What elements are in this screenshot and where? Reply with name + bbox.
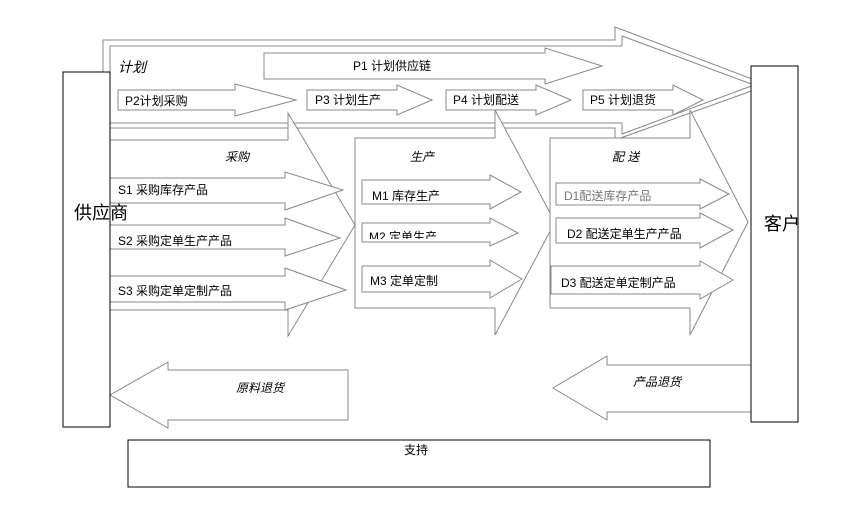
p1-label: P1 计划供应链 [353, 59, 432, 73]
make-title: 生产 [410, 150, 435, 164]
p4-label: P4 计划配送 [453, 93, 520, 107]
supplier-label: 供应商 [74, 203, 128, 223]
supplier-box [62, 71, 111, 428]
support-label: 支持 [404, 443, 429, 457]
m3-label: M3 定单定制 [370, 274, 439, 288]
p1-arrow [263, 47, 604, 85]
m2-label: M2 定单生产 [369, 230, 438, 239]
source-title: 采购 [225, 150, 250, 164]
product-return-label: 产品退货 [633, 375, 682, 389]
plan-title: 计划 [118, 59, 146, 75]
plan-arrow-inner [109, 35, 756, 135]
s3-label: S3 采购定单定制产品 [118, 284, 233, 298]
p2-arrow [117, 83, 298, 117]
p2-label: P2计划采购 [125, 94, 188, 108]
m2-arrow [361, 217, 520, 247]
p4-arrow [445, 84, 573, 116]
p5-label: P5 计划退货 [590, 93, 657, 107]
s1-label: S1 采购库存产品 [118, 183, 209, 197]
d1-arrow [555, 178, 731, 210]
support-box [127, 439, 711, 488]
d3-label: D3 配送定单定制产品 [561, 276, 676, 290]
raw-return-arrow [108, 361, 349, 429]
s1-arrow [109, 171, 345, 211]
customer-label: 客户 [764, 214, 800, 234]
s2-label: S2 采购定单生产产品 [118, 234, 233, 248]
m1-label: M1 库存生产 [372, 189, 441, 203]
d3-arrow [550, 260, 735, 300]
m3-arrow [361, 259, 523, 299]
s3-arrow [109, 267, 348, 311]
d2-label: D2 配送定单生产产品 [567, 227, 682, 241]
s2-arrow [109, 217, 342, 257]
m1-arrow [361, 174, 523, 210]
deliver-title: 配 送 [612, 150, 640, 164]
p5-arrow [582, 84, 705, 116]
d2-arrow [555, 212, 735, 249]
p3-arrow [306, 84, 434, 116]
raw-return-label: 原料退货 [236, 381, 285, 395]
p3-label: P3 计划生产 [315, 93, 382, 107]
d1-label: D1配送库存产品 [564, 189, 652, 203]
customer-box [750, 65, 799, 423]
